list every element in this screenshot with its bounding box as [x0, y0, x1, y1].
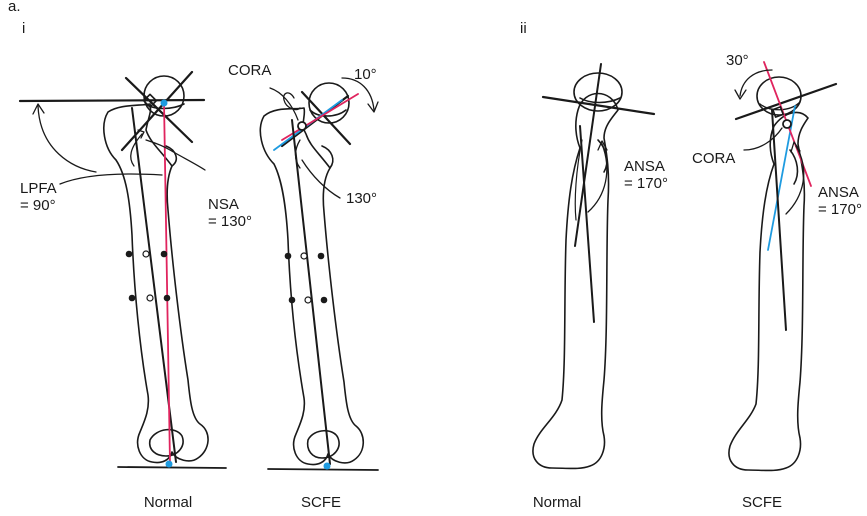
diaphysis-midpoint: [300, 252, 308, 260]
head-neck-axis-normal-lateral: [574, 63, 602, 247]
ansa-arc-normal: [587, 143, 608, 213]
diaphysis-point: [125, 250, 133, 258]
rotation-arc-10: [341, 77, 375, 111]
rotation-arrow-10: [367, 101, 379, 113]
cora-label-i: CORA: [228, 62, 272, 79]
trochanter-scfe-ap: [321, 145, 334, 169]
lpfa-leader: [59, 173, 163, 185]
femoral-head-scfe-ap: [308, 82, 350, 124]
diaphysis-point: [163, 294, 171, 302]
right-angle-marker-scfe-lateral: [772, 106, 784, 118]
angle-30-label: 30°: [726, 52, 749, 69]
caption-i-scfe: SCFE: [300, 494, 341, 511]
panel-label-ii: ii: [520, 20, 527, 37]
trochanter-normal-ap: [165, 145, 178, 167]
nsa-leader: [145, 139, 206, 171]
cora-label-ii: CORA: [692, 150, 736, 167]
femur-scfe-lateral-outline: [728, 111, 809, 472]
neck-line-normal-ap: [120, 70, 194, 152]
head-line-normal-ap: [124, 76, 194, 144]
caption-ii-scfe: SCFE: [741, 494, 782, 511]
trochanter-normal-lateral: [597, 139, 608, 173]
physeal-line-normal-lateral: [541, 95, 656, 116]
anatomic-axis-scfe-ap: [291, 119, 331, 465]
femur-normal-lateral: [532, 63, 656, 470]
diaphysis-midpoint: [146, 294, 154, 302]
rotation-arrow-30: [734, 89, 747, 100]
ansa-scfe-label: ANSA = 170°: [818, 184, 862, 218]
physeal-line-scfe-lateral: [734, 82, 838, 121]
caption-i-normal: Normal: [143, 494, 193, 511]
femur-scfe-ap: [259, 77, 379, 471]
diaphysis-point: [317, 252, 325, 260]
head-axis-scfe-ap: [281, 93, 359, 141]
lpfa-arrow: [32, 103, 45, 115]
cora-point-scfe-lateral: [782, 119, 792, 129]
lpfa-reference-line: [18, 98, 206, 103]
femur-normal-lateral-outline: [532, 92, 619, 470]
diaphysis-point: [284, 252, 292, 260]
rotation-arc-30: [739, 69, 773, 97]
femoral-head-normal-lateral: [573, 72, 623, 112]
head-line-scfe-ap: [300, 90, 352, 146]
nsa-arrow: [137, 129, 145, 139]
knee-center-scfe-ap: [323, 462, 331, 470]
lpfa-angle-arc: [37, 105, 97, 173]
cora-leader-i: [269, 87, 299, 121]
femur-scfe-ap-outline: [259, 107, 365, 466]
nsa-label: NSA = 130°: [208, 196, 252, 230]
right-angle-marker-normal-ap: [142, 93, 158, 108]
femur-normal-ap: [18, 70, 227, 469]
cora-point-scfe-ap: [297, 121, 307, 131]
diaphysis-point: [128, 294, 136, 302]
femur-normal-ap-outline: [103, 103, 209, 464]
lpfa-label: LPFA = 90°: [20, 180, 57, 214]
shaft-axis-normal-lateral: [579, 125, 595, 323]
condyle-notch-normal-ap: [148, 428, 184, 457]
angle-10-label: 10°: [354, 66, 377, 83]
nsa-leader-scfe: [301, 159, 341, 199]
diaphysis-midpoint: [142, 250, 150, 258]
hip-center-normal-ap: [160, 99, 168, 107]
ansa-normal-label: ANSA = 170°: [624, 158, 668, 192]
diaphysis-point: [320, 296, 328, 304]
head-neck-axis-scfe-lateral: [771, 109, 787, 331]
angle-130-label: 130°: [346, 190, 378, 207]
joint-line-scfe-ap: [267, 468, 379, 471]
ansa-arrow-scfe: [790, 141, 801, 153]
joint-line-normal-ap: [117, 466, 227, 469]
nsa-arc-scfe: [294, 139, 301, 169]
trochanter-scfe-lateral: [789, 149, 799, 185]
slipped-epiphysis-scfe-lateral: [759, 101, 801, 111]
knee-center-normal-ap: [165, 460, 173, 468]
condyle-notch-scfe-ap: [306, 429, 340, 459]
cora-leader-ii: [743, 127, 783, 151]
caption-ii-normal: Normal: [532, 494, 582, 511]
slip-contour-scfe-ap: [283, 92, 301, 111]
diaphysis-point: [288, 296, 296, 304]
diaphysis-point: [160, 250, 168, 258]
femur-scfe-lateral: [728, 61, 838, 472]
ansa-arrow-normal: [597, 140, 608, 151]
ansa-arc-scfe: [785, 145, 805, 215]
diaphysis-midpoint: [304, 296, 312, 304]
part-label: a.: [8, 0, 21, 15]
medullary-contour-normal-lateral: [574, 139, 583, 221]
nsa-angle-arc: [130, 133, 143, 167]
panel-label-i: i: [22, 20, 26, 37]
physis-normal-lateral: [579, 97, 621, 104]
mechanical-axis-normal-ap: [163, 101, 171, 465]
physis-scfe-ap: [309, 109, 347, 117]
